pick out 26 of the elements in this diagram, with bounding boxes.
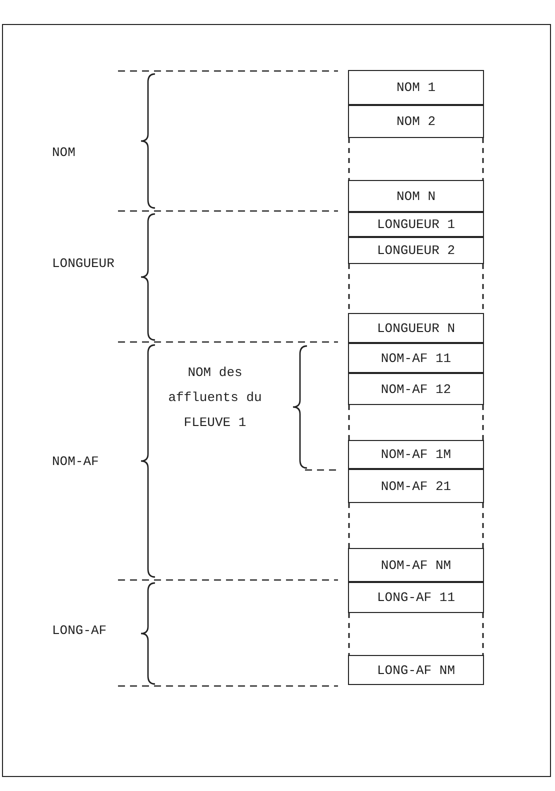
section-label: NOM-AF: [52, 454, 99, 469]
memory-cell: NOM 2: [348, 105, 484, 138]
group-description: NOM des affluents du FLEUVE 1: [167, 364, 263, 432]
continuation-line: [348, 405, 350, 440]
continuation-line: [482, 138, 484, 180]
continuation-line: [482, 405, 484, 440]
continuation-line: [348, 503, 350, 548]
memory-cell: LONG-AF 11: [348, 582, 484, 613]
memory-cell: NOM-AF NM: [348, 548, 484, 582]
continuation-line: [348, 138, 350, 180]
memory-cell: NOM-AF 11: [348, 343, 484, 373]
continuation-line: [482, 503, 484, 548]
memory-cell: NOM 1: [348, 70, 484, 105]
memory-cell: LONGUEUR 1: [348, 212, 484, 237]
memory-cell: NOM-AF 1M: [348, 440, 484, 469]
memory-cell: NOM N: [348, 180, 484, 212]
memory-cell: NOM-AF 21: [348, 469, 484, 503]
section-label: NOM: [52, 145, 76, 160]
continuation-line: [348, 613, 350, 655]
section-label: LONGUEUR: [52, 256, 114, 271]
memory-cell: LONG-AF NM: [348, 655, 484, 685]
section-label: LONG-AF: [52, 623, 107, 638]
memory-cell: LONGUEUR 2: [348, 237, 484, 264]
continuation-line: [482, 613, 484, 655]
memory-cell: NOM-AF 12: [348, 373, 484, 405]
memory-cell: LONGUEUR N: [348, 313, 484, 343]
